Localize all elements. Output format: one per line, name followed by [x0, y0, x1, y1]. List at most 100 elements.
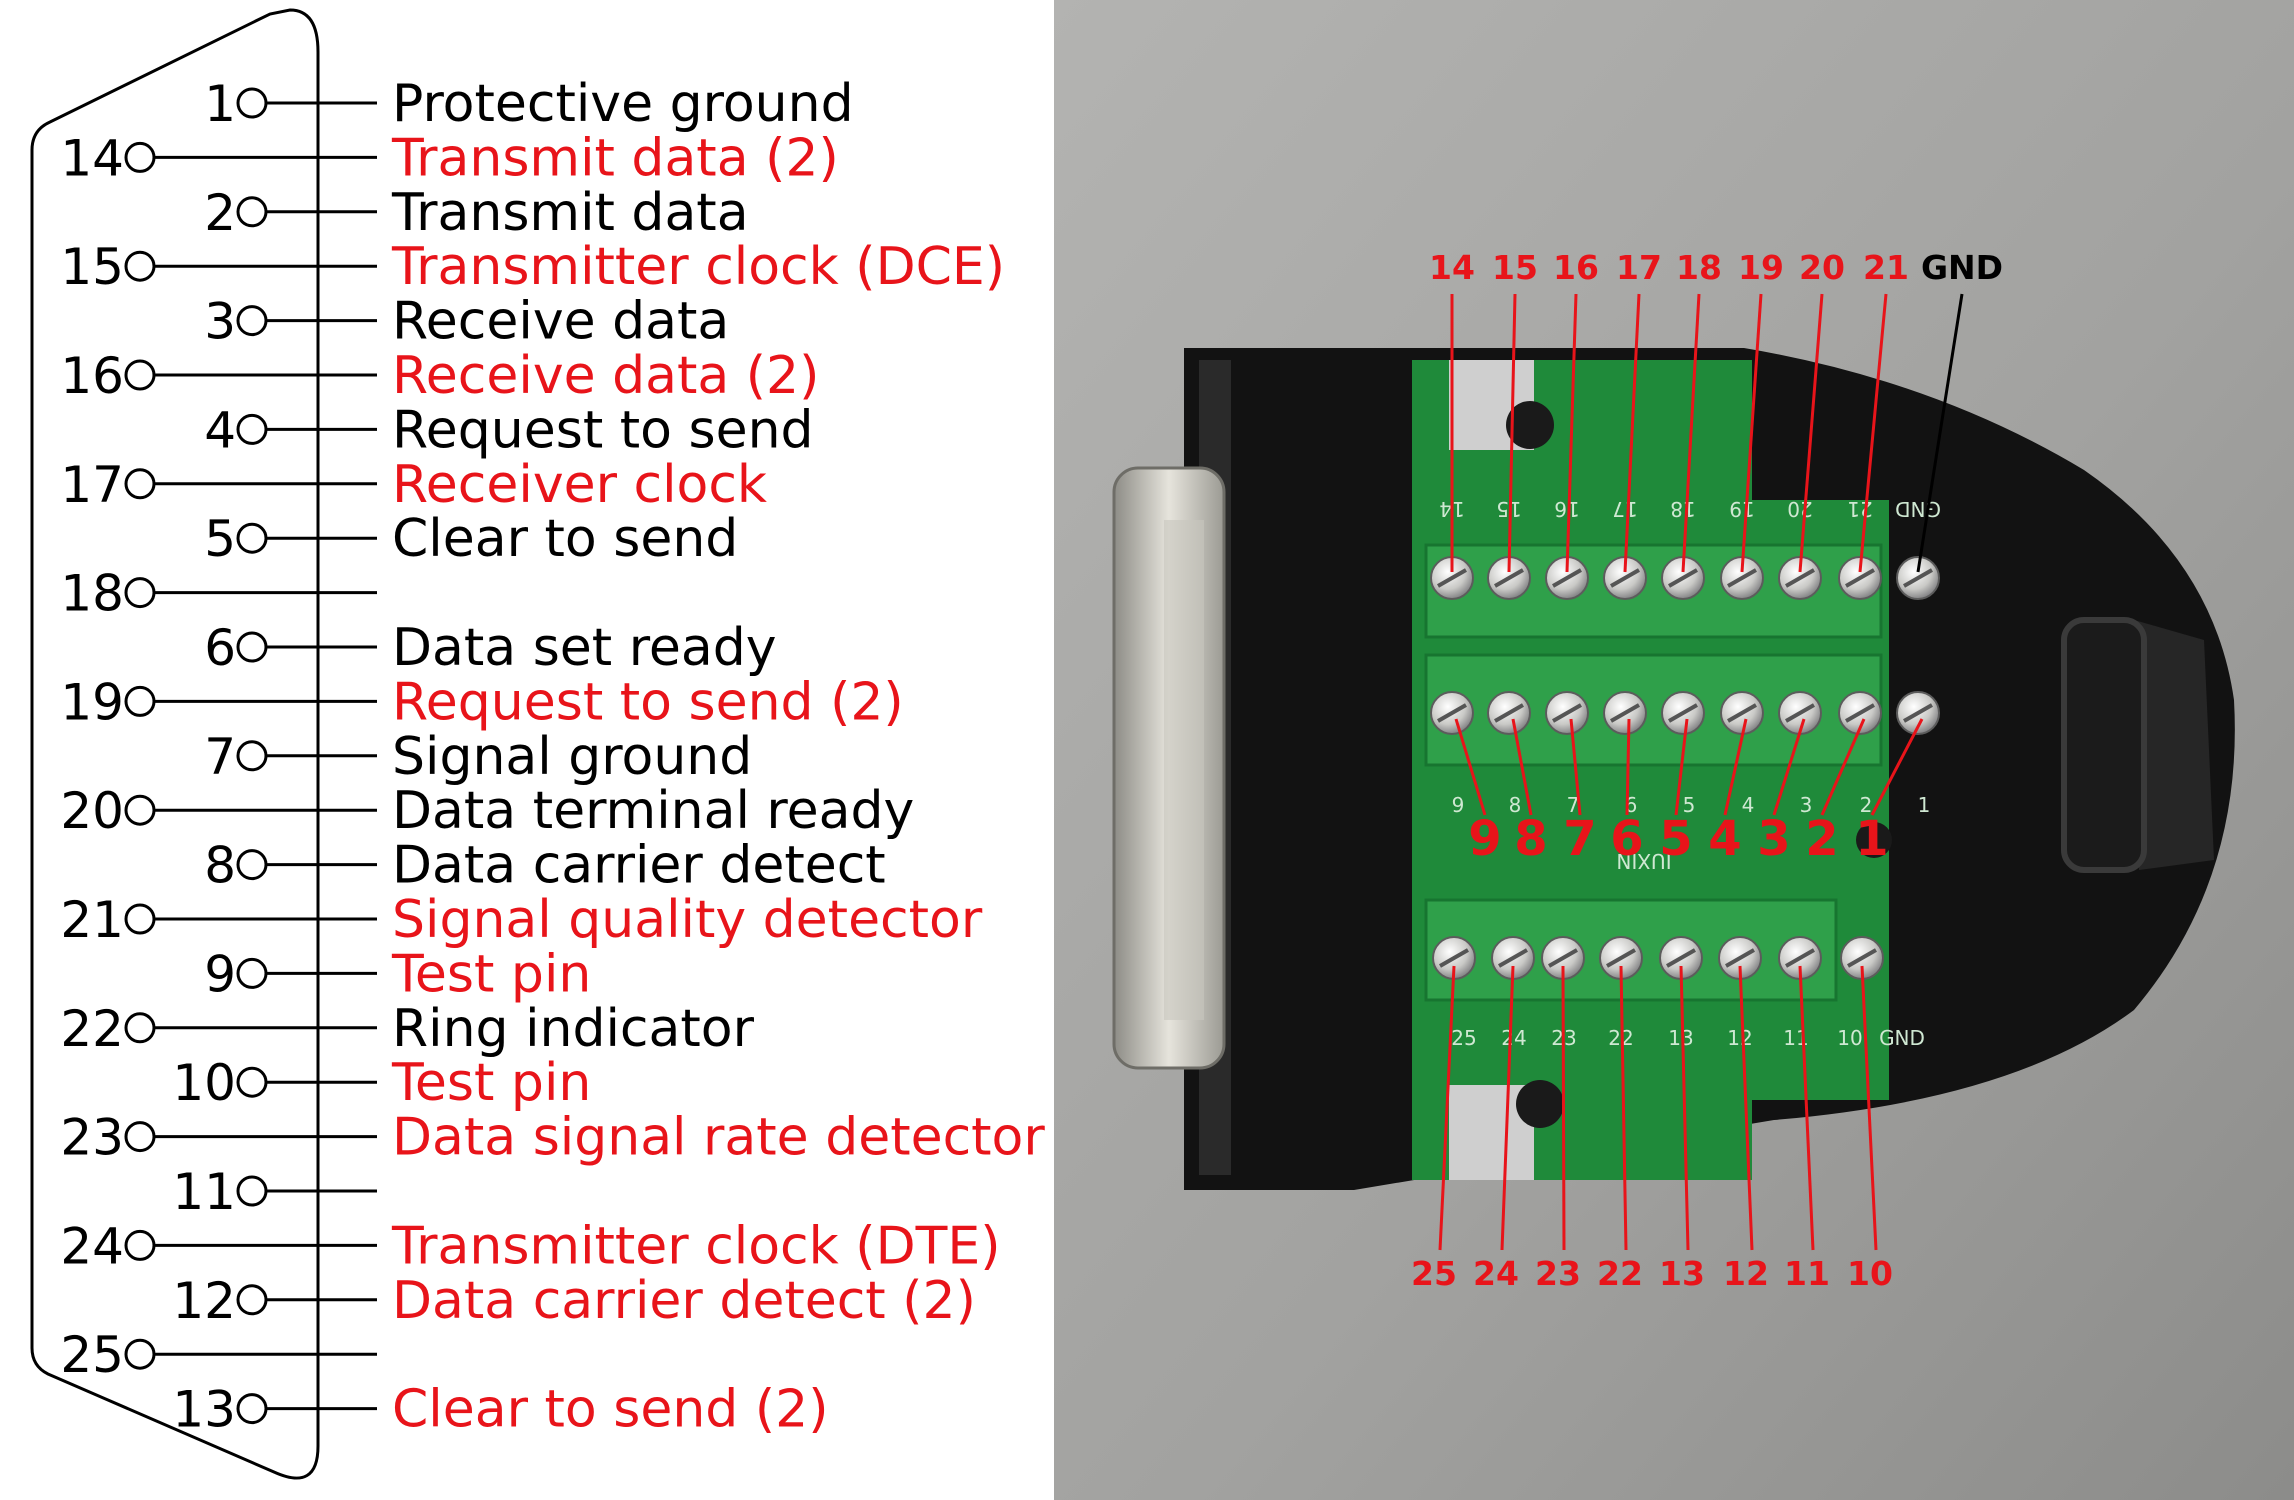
callout-leader	[1798, 293, 1824, 573]
pin-number: 15	[60, 238, 124, 296]
signal-label: Data carrier detect (2)	[392, 1271, 976, 1331]
callout-leader	[1500, 965, 1515, 1251]
screw-slot	[1725, 948, 1755, 968]
silkscreen-label: 19	[1729, 497, 1754, 521]
callout-leader	[1438, 965, 1456, 1251]
signal-label: Request to send	[392, 400, 814, 460]
pin-socket	[124, 1121, 156, 1153]
db25-metal-shell	[1112, 466, 1226, 1070]
callout-leader	[1619, 965, 1628, 1251]
signal-label: Data terminal ready	[392, 781, 914, 841]
terminal-screw	[1432, 936, 1476, 980]
terminal-screw	[1603, 556, 1647, 600]
callout-label: 9	[1468, 811, 1501, 867]
pin-row: 15 Transmitter clock (DCE)	[60, 237, 1005, 297]
callout-label: 21	[1863, 248, 1909, 287]
signal-label: Signal quality detector	[392, 890, 983, 950]
pin-socket	[236, 1393, 268, 1425]
callout-leader	[1569, 718, 1582, 816]
callout-label: 24	[1473, 1254, 1519, 1293]
pin-number: 18	[60, 565, 124, 623]
silkscreen-label: 13	[1668, 1026, 1693, 1050]
silkscreen-label: 7	[1567, 793, 1580, 817]
silkscreen-label: 3	[1800, 793, 1813, 817]
callout-label: 1	[1855, 811, 1888, 867]
pin-number: 16	[60, 347, 124, 405]
pin-number: 7	[204, 728, 236, 786]
callout-label: 20	[1799, 248, 1845, 287]
silkscreen-label: 8	[1509, 793, 1522, 817]
silkscreen-label: 9	[1452, 793, 1465, 817]
callout-label: 7	[1563, 811, 1596, 867]
signal-label: Transmitter clock (DCE)	[391, 237, 1005, 297]
silkscreen-label: 18	[1670, 497, 1695, 521]
signal-label: Clear to send	[392, 509, 738, 569]
silkscreen-label: 25	[1451, 1026, 1476, 1050]
pin-socket	[236, 849, 268, 881]
pin-socket	[124, 577, 156, 609]
callout-label: 12	[1723, 1254, 1769, 1293]
terminal-block-bottom-row: 2524232213121110GND	[1424, 898, 1925, 1050]
callout-leader	[1738, 965, 1754, 1251]
callout-label: 2	[1805, 811, 1838, 867]
screw-slot	[1668, 703, 1698, 723]
pin-socket	[124, 1012, 156, 1044]
terminal-screw	[1545, 691, 1589, 735]
callout-label: 17	[1616, 248, 1662, 287]
signal-label: Transmit data	[391, 183, 749, 243]
pin-number: 24	[60, 1217, 124, 1275]
pin-row: 11	[172, 1163, 377, 1221]
screw-slot	[1668, 568, 1698, 588]
pin-socket	[124, 1338, 156, 1370]
screw-slot	[1552, 703, 1582, 723]
callout-label: 15	[1492, 248, 1538, 287]
callout-label: 25	[1411, 1254, 1457, 1293]
pin-socket	[236, 87, 268, 119]
signal-label: Transmit data (2)	[391, 128, 839, 188]
screw-slot	[1439, 948, 1469, 968]
screw-slot	[1903, 703, 1933, 723]
pin-socket	[236, 305, 268, 337]
screw-slot	[1666, 948, 1696, 968]
pin-socket	[236, 1066, 268, 1098]
silkscreen-label: 10	[1837, 1026, 1862, 1050]
silkscreen-label: 20	[1787, 497, 1812, 521]
pin-number: 8	[204, 837, 236, 895]
callout-leader	[1511, 718, 1533, 816]
pin-socket	[124, 359, 156, 391]
pin-socket	[236, 631, 268, 663]
callout-leader	[1507, 293, 1517, 573]
callout-label: 5	[1659, 811, 1692, 867]
silkscreen-label: 4	[1742, 793, 1755, 817]
screw-slot	[1552, 568, 1582, 588]
signal-label: Clear to send (2)	[392, 1380, 829, 1440]
callout-leader	[1772, 718, 1806, 816]
screw-slot	[1727, 703, 1757, 723]
pin-socket	[124, 468, 156, 500]
callout-label: 8	[1514, 811, 1547, 867]
screw-slot	[1727, 568, 1757, 588]
connector-outline	[30, 8, 320, 1480]
signal-label: Data carrier detect	[392, 836, 886, 896]
callout-label: 13	[1659, 1254, 1705, 1293]
pin-number: 13	[172, 1381, 236, 1439]
callout-label: 4	[1708, 811, 1741, 867]
terminal-screw	[1778, 936, 1822, 980]
callout-leader	[1679, 965, 1690, 1251]
callout-leader	[1870, 718, 1924, 816]
callout-leader	[1561, 965, 1566, 1251]
callout-leader	[1454, 718, 1487, 816]
